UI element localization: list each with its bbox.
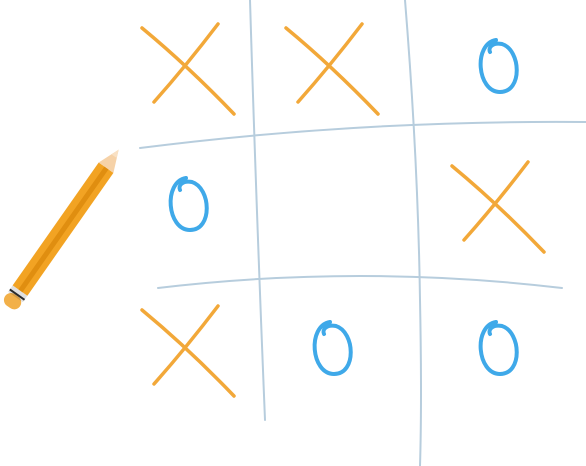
pencil-band <box>9 288 26 301</box>
cell-r1-c3[interactable] <box>416 0 586 138</box>
pencil-stripe <box>18 166 109 293</box>
x-mark-stroke <box>152 22 220 104</box>
x-mark-stroke <box>140 308 236 398</box>
x-mark-icon <box>140 22 236 116</box>
cell-r2-c1[interactable] <box>140 140 256 280</box>
x-mark-stroke <box>152 304 220 386</box>
o-mark-stroke <box>478 320 519 377</box>
x-mark-icon <box>140 304 236 398</box>
cell-r3-c1[interactable] <box>140 282 256 466</box>
marks <box>140 22 546 398</box>
pencil-eraser <box>3 293 22 310</box>
x-mark-stroke <box>284 26 380 116</box>
o-mark-icon <box>478 320 519 377</box>
cells <box>140 0 586 466</box>
pencil-tip <box>111 149 119 158</box>
x-mark-stroke <box>140 26 236 116</box>
cell-r2-c2[interactable] <box>258 140 414 280</box>
o-mark-icon <box>478 38 519 95</box>
cell-r1-c1[interactable] <box>140 0 256 138</box>
x-mark-stroke <box>296 22 364 104</box>
o-mark-stroke <box>478 38 519 95</box>
grid-line-vertical-left <box>249 0 266 421</box>
x-mark-icon <box>450 160 546 254</box>
o-mark-icon <box>312 320 353 377</box>
cell-r1-c2[interactable] <box>258 0 414 138</box>
grid <box>139 0 586 466</box>
o-mark-stroke <box>312 320 353 377</box>
x-mark-stroke <box>450 164 546 254</box>
o-mark-icon <box>168 176 209 233</box>
grid-line-horizontal-top <box>139 120 586 149</box>
grid-line-horizontal-bottom <box>157 275 563 289</box>
x-mark-icon <box>284 22 380 116</box>
pencil-icon <box>3 149 119 310</box>
o-mark-stroke <box>168 176 209 233</box>
x-mark-stroke <box>462 160 530 242</box>
